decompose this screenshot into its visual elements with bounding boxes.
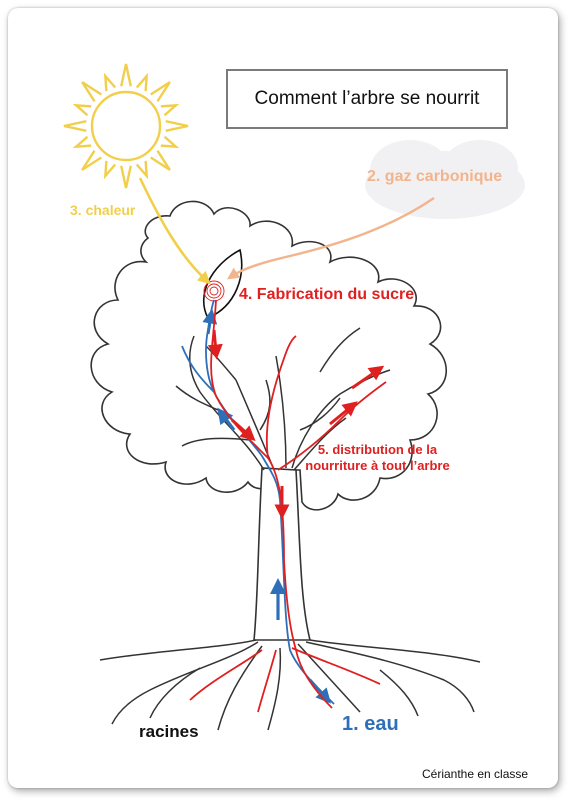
sun-ray	[150, 81, 171, 102]
water-arrow-branch	[217, 407, 236, 431]
sun-ray	[103, 160, 117, 180]
sugar-arrow-leaf	[207, 329, 223, 360]
sun-ray	[103, 72, 117, 92]
label-co2: 2. gaz carbonique	[367, 168, 503, 185]
label-sugar: 4. Fabrication du sucre	[239, 286, 415, 303]
sun-ray	[81, 150, 102, 171]
label-roots: racines	[139, 722, 199, 741]
co2-arrow	[227, 197, 435, 280]
water-arrow-bottom	[308, 679, 331, 704]
sugar-arrow-right-upper	[351, 365, 385, 390]
sun-ray	[135, 160, 149, 180]
sun-ray	[160, 103, 180, 117]
heat-arrow	[138, 177, 211, 285]
credit-text: Cérianthe en classe	[422, 767, 529, 781]
sun-ray	[135, 72, 149, 92]
tree-crown-outline	[90, 200, 448, 511]
sun-ray	[63, 120, 87, 132]
sugar-arrow-branch-left	[231, 418, 256, 441]
label-distribution: 5. distribution de la nourriture à tout …	[305, 442, 450, 473]
cloud-icon	[365, 140, 525, 219]
water-arrow-leaf	[202, 308, 218, 335]
sun-ray	[150, 150, 171, 171]
sun-ray	[81, 81, 102, 102]
label-heat: 3. chaleur	[70, 202, 136, 218]
tree-roots	[99, 639, 481, 731]
label-water: 1. eau	[342, 713, 399, 735]
sun-ray	[72, 103, 92, 117]
sun-ray	[160, 135, 180, 149]
page-title: Comment l’arbre se nourrit	[226, 69, 508, 129]
sun-ray	[120, 165, 132, 189]
sun-icon	[63, 63, 189, 189]
sun-ray	[120, 63, 132, 87]
sun-ray	[165, 120, 189, 132]
sun-ray	[72, 135, 92, 149]
sugar-arrow-right-lower	[329, 401, 358, 426]
